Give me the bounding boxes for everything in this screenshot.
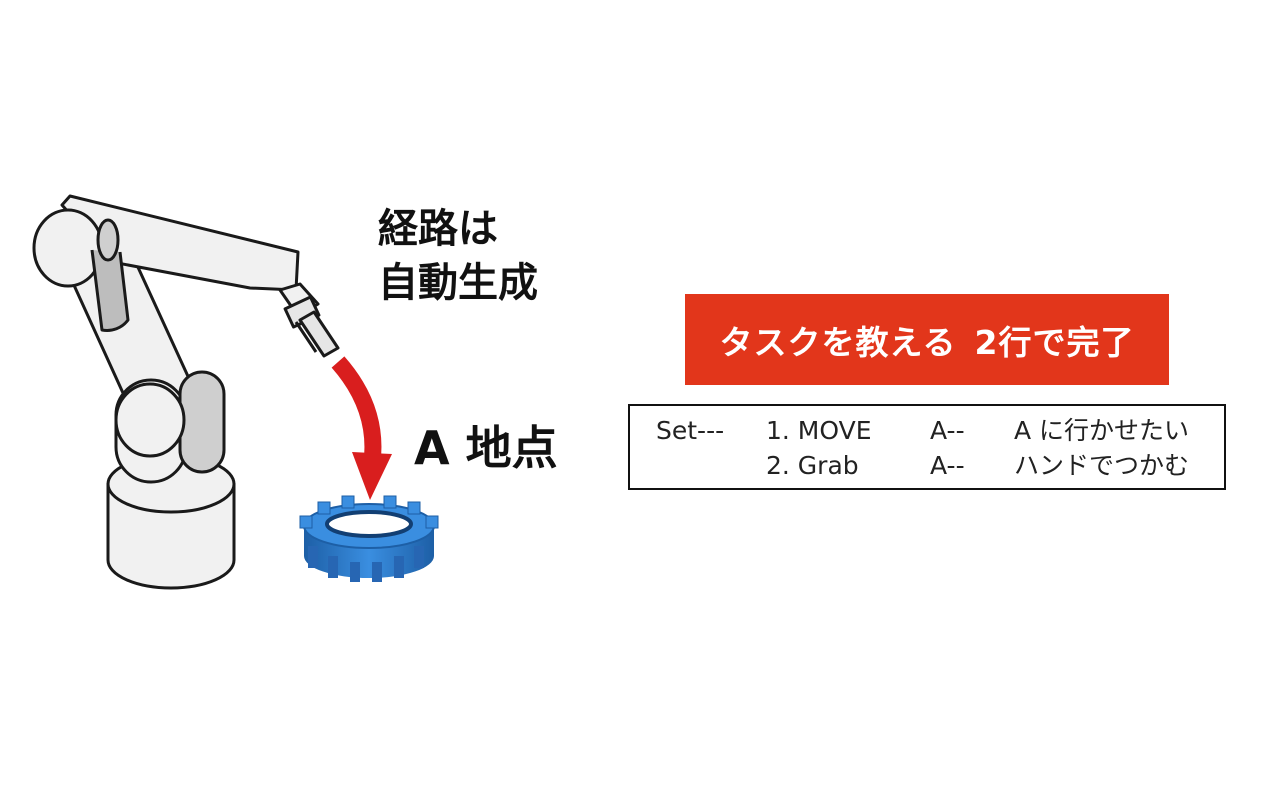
task-banner: タスクを教える 2行で完了 bbox=[685, 294, 1169, 385]
code-line2-target: A-- bbox=[930, 451, 965, 480]
code-line2-command: 2. Grab bbox=[766, 451, 859, 480]
banner-text-part2: 2行で完了 bbox=[974, 322, 1135, 362]
code-line1-target: A-- bbox=[930, 416, 965, 445]
gear-icon bbox=[299, 495, 439, 582]
route-label-line1: 経路は bbox=[378, 206, 498, 252]
banner-text-part1: タスクを教える bbox=[719, 322, 957, 362]
code-box: Set--- 1. MOVE A-- A に行かせたい 2. Grab A-- … bbox=[628, 404, 1226, 490]
code-line1-command: 1. MOVE bbox=[766, 416, 872, 445]
point-a-label: A 地点 bbox=[414, 421, 558, 475]
robot-arm bbox=[32, 194, 340, 590]
code-line2-description: ハンドでつかむ bbox=[1014, 451, 1190, 480]
code-line1-description: A に行かせたい bbox=[1014, 416, 1190, 445]
route-label-line2: 自動生成 bbox=[378, 260, 538, 306]
code-prefix: Set--- bbox=[656, 416, 725, 445]
path-arrow bbox=[331, 356, 392, 500]
route-auto-generated-label: 経路は 自動生成 bbox=[378, 202, 538, 310]
